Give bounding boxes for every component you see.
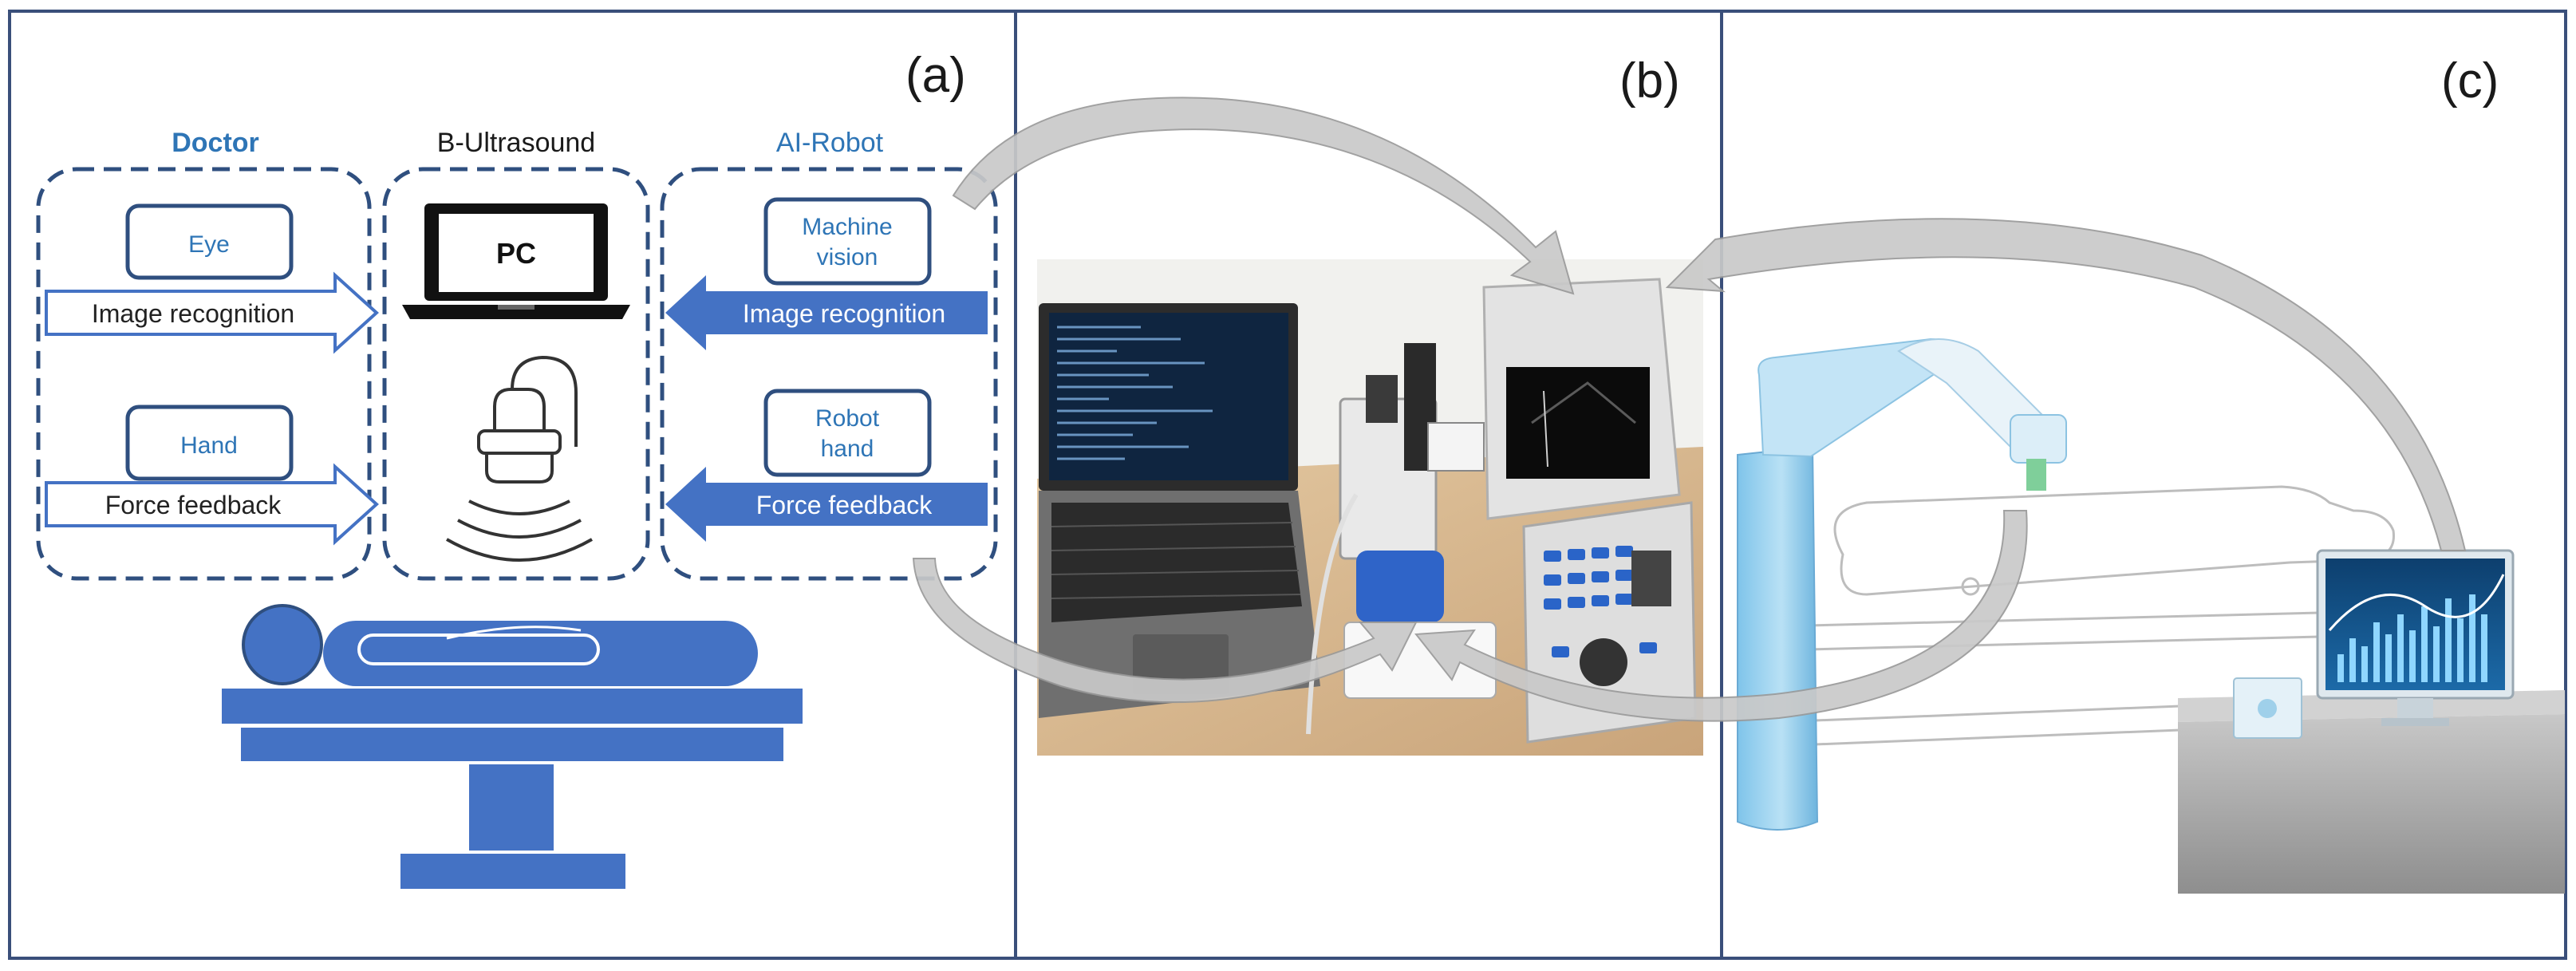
doctor-title: Doctor: [172, 128, 259, 158]
ultrasound-probe-icon: [446, 355, 593, 562]
patient-outline: [1833, 485, 2395, 596]
robot-force-feedback-arrow: [665, 467, 988, 542]
arrow-sceneC-to-machine: [1665, 218, 2467, 551]
robot-hand-label-line2: hand: [821, 436, 874, 462]
panel-label-a: (a): [905, 48, 966, 103]
eye-box: [125, 203, 294, 280]
ultrasound-dashed-box: [382, 167, 650, 581]
panel-label-b: (b): [1619, 53, 1680, 109]
panel-c-scene: [1737, 337, 2565, 894]
doctor-force-feedback-label: Force feedback: [105, 491, 282, 519]
panel-label-c: (c): [2441, 53, 2499, 109]
hand-box: [125, 405, 294, 481]
ultrasound-title: B-Ultrasound: [437, 128, 595, 158]
robot-hand-box: [763, 389, 932, 477]
machine-vision-label-line1: Machine: [802, 214, 892, 240]
pc-label: PC: [496, 237, 536, 270]
doctor-image-recognition-label: Image recognition: [92, 299, 294, 328]
robot-hand-label-line1: Robot: [815, 405, 880, 432]
panel-b-photo: [1037, 259, 1703, 756]
device-box-3d: [2233, 677, 2302, 739]
doctor-image-recognition-arrow: [45, 271, 379, 354]
arrow-robot-to-machine: [952, 97, 1575, 295]
robot-arm-icon: [1737, 337, 2067, 831]
robot-image-recognition-label: Image recognition: [743, 299, 945, 328]
doctor-force-feedback-arrow: [45, 463, 379, 546]
robot-image-recognition-arrow: [665, 275, 988, 350]
laptop-pc-icon: [402, 203, 630, 319]
machine-vision-box: [763, 197, 932, 286]
patient-on-table-icon: [222, 604, 803, 889]
probe-rig-photo: [1306, 343, 1497, 735]
laptop-photo: [1039, 303, 1320, 718]
outer-frame: [8, 10, 2567, 960]
robot-title: AI-Robot: [776, 128, 884, 158]
connector-arrows: [912, 97, 2467, 722]
machine-vision-label-line2: vision: [817, 244, 878, 270]
arrow-robot-to-rig: [912, 558, 1418, 704]
arrow-arm-to-rig: [1414, 510, 2028, 722]
robot-force-feedback-label: Force feedback: [756, 491, 933, 519]
monitor-icon: [2316, 549, 2515, 726]
hand-label: Hand: [180, 432, 238, 459]
eye-label: Eye: [188, 231, 230, 258]
